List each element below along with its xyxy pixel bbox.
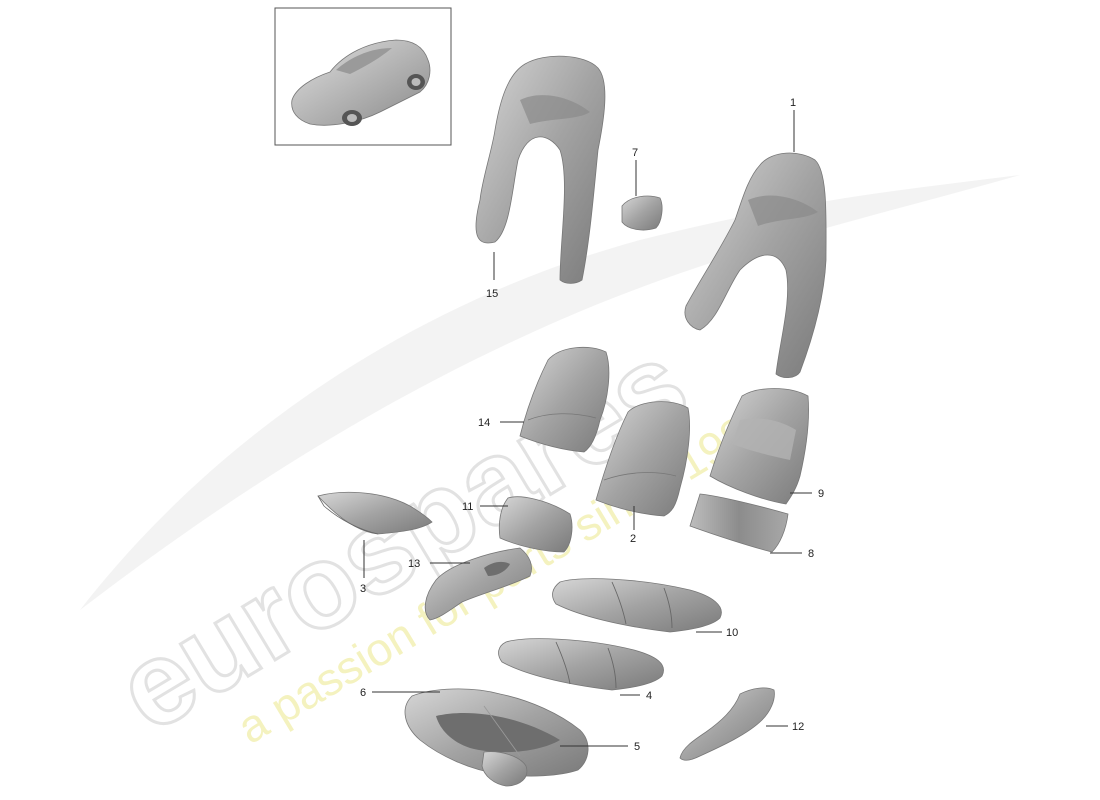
callout-6[interactable]: 6 <box>360 687 366 699</box>
part-9-backrest-frame[interactable] <box>709 388 809 505</box>
callout-14[interactable]: 14 <box>478 417 490 429</box>
callout-15[interactable]: 15 <box>486 288 498 300</box>
callout-11[interactable]: 11 <box>462 501 473 513</box>
part-5-seat-base-corner[interactable] <box>481 751 528 787</box>
callout-13[interactable]: 13 <box>408 558 420 570</box>
part-14-backrest-pad[interactable] <box>519 347 610 453</box>
part-7-pad-small[interactable] <box>621 195 663 231</box>
part-8-panel[interactable] <box>689 493 789 553</box>
part-10-seat-cushion[interactable] <box>552 578 722 633</box>
callout-2[interactable]: 2 <box>630 533 636 545</box>
callout-1[interactable]: 1 <box>790 97 796 109</box>
callout-12[interactable]: 12 <box>792 721 804 733</box>
callout-3[interactable]: 3 <box>360 583 366 595</box>
vehicle-thumbnail <box>274 7 452 146</box>
callout-10[interactable]: 10 <box>726 627 738 639</box>
part-3-trim[interactable] <box>317 491 433 535</box>
part-1-seat-shell[interactable] <box>684 152 827 378</box>
car-icon <box>291 39 431 126</box>
part-12-bracket[interactable] <box>679 687 775 761</box>
part-15-seat-shell-rear[interactable] <box>475 55 606 284</box>
callout-labels: 1 2 3 4 5 6 7 8 9 10 11 12 13 14 15 <box>360 97 824 753</box>
leader-lines <box>363 110 812 747</box>
callout-7[interactable]: 7 <box>632 147 638 159</box>
part-2-backrest-cushion[interactable] <box>595 401 690 517</box>
part-4-seat-cushion-lower[interactable] <box>498 638 664 691</box>
part-13-side-trim[interactable] <box>424 547 532 621</box>
part-6-seat-base[interactable] <box>404 688 589 777</box>
callout-8[interactable]: 8 <box>808 548 814 560</box>
callout-4[interactable]: 4 <box>646 690 652 702</box>
callout-5[interactable]: 5 <box>634 741 640 753</box>
part-11-pad[interactable] <box>498 496 573 553</box>
callout-9[interactable]: 9 <box>818 488 824 500</box>
